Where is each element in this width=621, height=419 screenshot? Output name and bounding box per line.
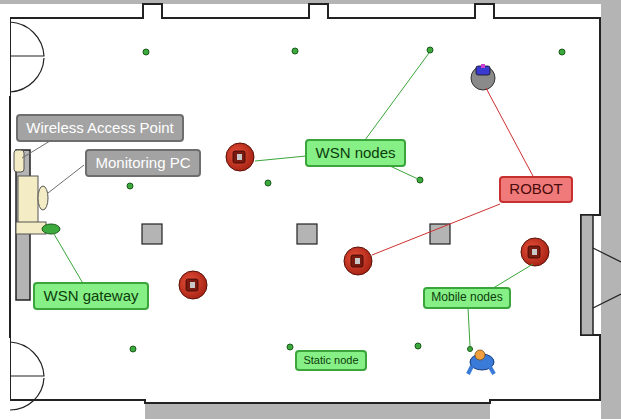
wsn-callout: Mobile nodes (423, 287, 511, 309)
wsn-callout: WSN nodes (305, 139, 406, 167)
callout-text: WSN nodes (315, 145, 395, 162)
callout-text: Static node (303, 354, 358, 366)
wsn-callout: Static node (295, 350, 367, 371)
callout-text: ROBOT (509, 181, 562, 198)
callout-text: Monitoring PC (95, 155, 190, 172)
robot-callout: ROBOT (499, 176, 573, 203)
callout-text: Wireless Access Point (26, 120, 174, 137)
device-callout: Wireless Access Point (16, 114, 184, 142)
callout-text: Mobile nodes (431, 291, 502, 304)
device-callout: Monitoring PC (85, 149, 201, 177)
callout-text: WSN gateway (43, 288, 138, 305)
wsn-callout: WSN gateway (33, 282, 149, 310)
